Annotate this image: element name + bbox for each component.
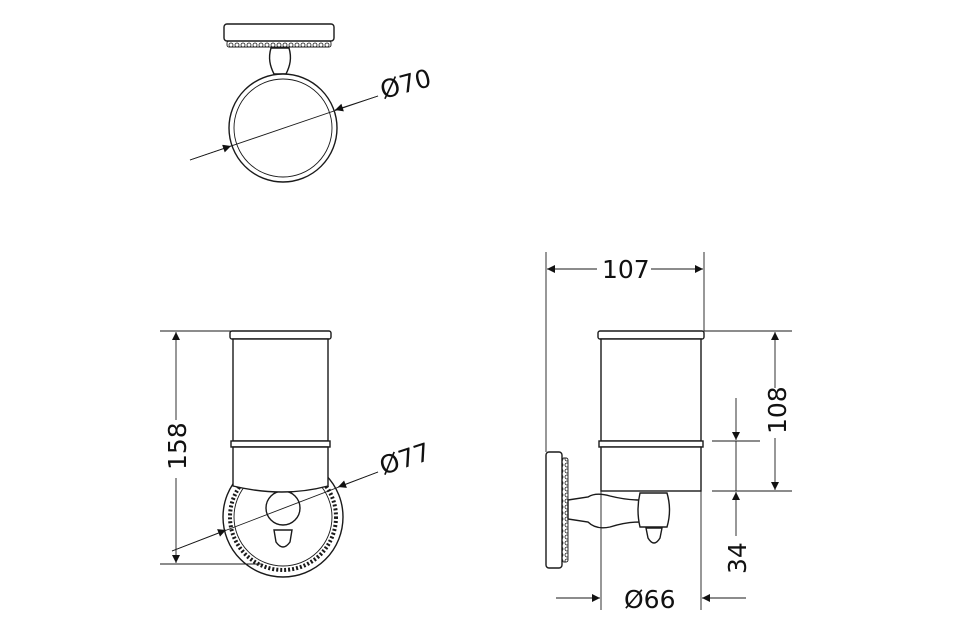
front-diameter-label: Ø77 [376,437,434,480]
side-offset-label: 34 [723,542,752,574]
side-knob-tip [645,527,663,544]
front-diameter-arrow-left [171,529,227,552]
front-height-label: 158 [163,422,192,470]
side-cup-body [600,338,702,442]
top-stem [268,47,292,75]
front-view: 158 Ø77 [160,330,434,578]
side-cup-band [598,440,704,448]
side-depth-label: 107 [602,255,650,284]
front-diameter-arrow-right [337,471,379,488]
front-cup-base [232,446,329,493]
side-knob [637,492,671,528]
front-cup-body [232,338,329,442]
front-knob-tip [273,529,293,548]
front-cup-rim [229,330,332,340]
top-diameter-arrow-left [189,144,232,161]
side-diameter-label: Ø66 [624,585,676,614]
side-arm [567,493,641,529]
side-height-label: 108 [763,386,792,434]
top-wall-plate-bead [226,40,332,48]
top-ring-inner [233,78,333,178]
side-cup-holder [600,446,702,492]
top-diameter-arrow-right [334,95,379,112]
side-cup-rim [597,330,705,340]
side-wall-plate [545,451,563,569]
top-diameter-label: Ø70 [377,63,434,104]
side-wall-plate-bead [561,457,569,563]
front-cup-band [230,440,331,448]
top-view: Ø70 [189,23,434,183]
top-wall-plate [223,23,335,42]
side-view: 107 108 34 Ø66 [545,252,792,614]
